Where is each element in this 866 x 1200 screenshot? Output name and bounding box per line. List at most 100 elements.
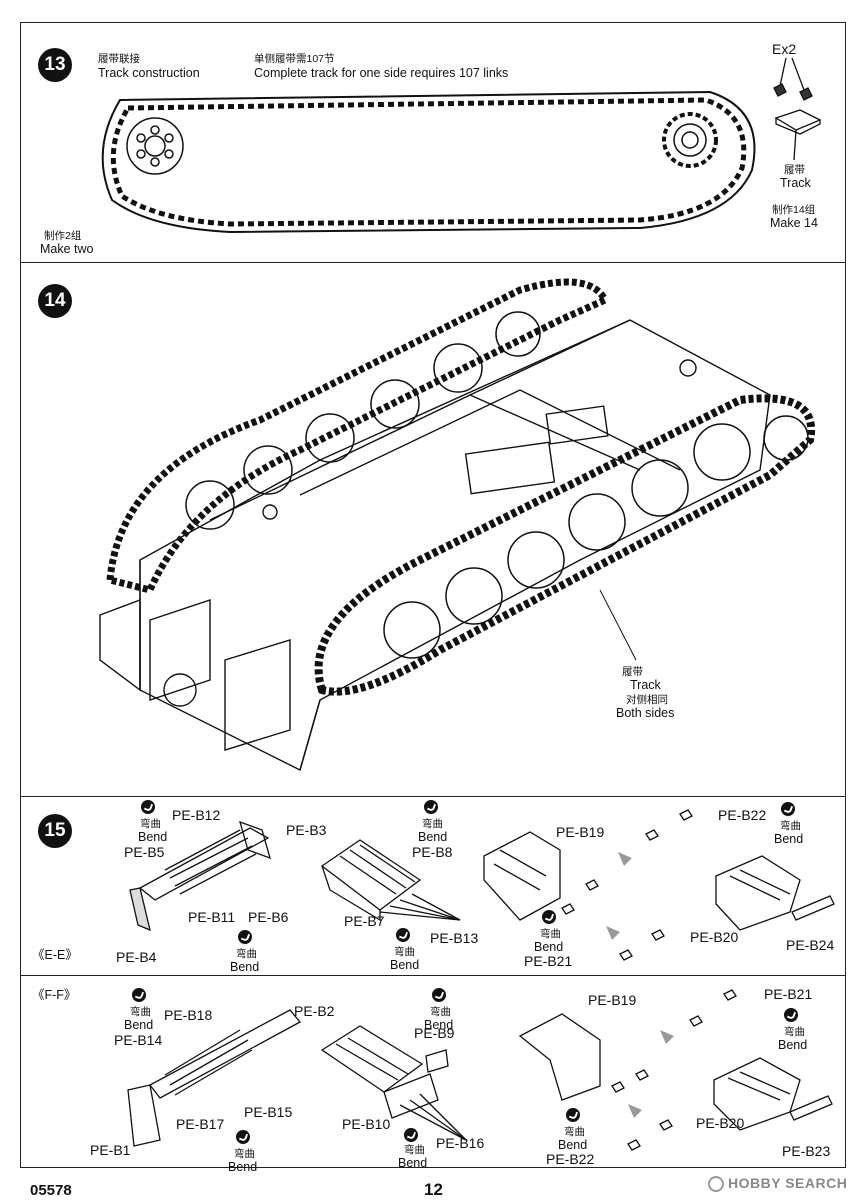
ee-fender-assembly bbox=[129, 820, 271, 932]
step-14-badge: 14 bbox=[38, 284, 72, 318]
view-ff-label: 《F-F》 bbox=[32, 988, 77, 1002]
bend-en: Bend bbox=[390, 958, 420, 972]
bend-icon bbox=[566, 1108, 580, 1122]
watermark-logo-icon bbox=[708, 1176, 724, 1193]
watermark: HOBBY SEARCH bbox=[708, 1175, 848, 1193]
part-pe-b4: PE-B4 bbox=[116, 949, 157, 965]
step-13-note-zh: 单侧履带需107节 bbox=[254, 53, 335, 65]
left-track-run bbox=[106, 278, 610, 595]
track-link-detail bbox=[773, 57, 822, 161]
bend-icon bbox=[432, 988, 446, 1002]
bend-icon bbox=[141, 800, 155, 814]
ee-grille-assembly bbox=[320, 839, 461, 922]
bend-zh: 弯曲 bbox=[430, 1006, 451, 1018]
step-14-sides-en: Both sides bbox=[616, 706, 675, 720]
part-pe-b22: PE-B22 bbox=[546, 1151, 595, 1167]
track-loop-illustration bbox=[101, 90, 756, 234]
bend-icon bbox=[781, 802, 795, 816]
step-13-note-en: Complete track for one side requires 107… bbox=[254, 66, 509, 80]
part-pe-b21: PE-B21 bbox=[764, 986, 813, 1002]
step-14-track-zh: 履带 bbox=[622, 666, 643, 678]
part-pe-b2: PE-B2 bbox=[294, 1003, 335, 1019]
bend-zh: 弯曲 bbox=[780, 820, 801, 832]
track-leader-line bbox=[599, 589, 637, 661]
assembly-arrows bbox=[606, 852, 674, 1118]
step-13-make14-zh: 制作14组 bbox=[772, 204, 816, 216]
page-frame bbox=[20, 22, 846, 1168]
bend-icon bbox=[238, 930, 252, 944]
bend-zh: 弯曲 bbox=[236, 948, 257, 960]
step-13-badge: 13 bbox=[38, 48, 72, 82]
bend-icon bbox=[542, 910, 556, 924]
bend-zh: 弯曲 bbox=[540, 928, 561, 940]
part-pe-b5: PE-B5 bbox=[124, 844, 165, 860]
bend-en: Bend bbox=[124, 1018, 154, 1032]
bend-zh: 弯曲 bbox=[784, 1026, 805, 1038]
ee-exhaust-assembly bbox=[483, 809, 835, 961]
part-pe-b15: PE-B15 bbox=[244, 1104, 293, 1120]
bend-icon bbox=[784, 1008, 798, 1022]
part-pe-b22: PE-B22 bbox=[718, 807, 767, 823]
part-pe-b9: PE-B9 bbox=[414, 1025, 455, 1041]
part-pe-b10: PE-B10 bbox=[342, 1116, 391, 1132]
ff-grille-assembly bbox=[320, 1025, 467, 1141]
bend-icon bbox=[396, 928, 410, 942]
bend-en: Bend bbox=[558, 1138, 588, 1152]
bend-en: Bend bbox=[424, 1018, 454, 1032]
bend-zh: 弯曲 bbox=[422, 818, 443, 830]
bend-en: Bend bbox=[778, 1038, 808, 1052]
bend-icon bbox=[424, 800, 438, 814]
step-13-track-zh: 履带 bbox=[784, 164, 805, 176]
part-pe-b11: PE-B11 bbox=[188, 909, 236, 925]
part-pe-b7: PE-B7 bbox=[344, 913, 385, 929]
part-pe-b8: PE-B8 bbox=[412, 844, 453, 860]
bend-en: Bend bbox=[534, 940, 564, 954]
part-pe-b16: PE-B16 bbox=[436, 1135, 485, 1151]
part-pe-b20: PE-B20 bbox=[696, 1115, 745, 1131]
step-13-make14-en: Make 14 bbox=[770, 216, 818, 230]
bend-zh: 弯曲 bbox=[564, 1126, 585, 1138]
bend-en: Bend bbox=[774, 832, 804, 846]
step-14-sides-zh: 对侧相同 bbox=[626, 694, 668, 706]
bend-icon bbox=[236, 1130, 250, 1144]
page-number: 12 bbox=[424, 1180, 443, 1199]
step-13-title-zh: 履带联接 bbox=[98, 53, 140, 65]
part-pe-b18: PE-B18 bbox=[164, 1007, 213, 1023]
bend-zh: 弯曲 bbox=[234, 1148, 255, 1160]
watermark-text: HOBBY SEARCH bbox=[728, 1175, 848, 1191]
divider-ee-ff bbox=[20, 975, 846, 976]
bend-zh: 弯曲 bbox=[130, 1006, 151, 1018]
step-15-badge: 15 bbox=[38, 814, 72, 848]
bend-zh: 弯曲 bbox=[404, 1144, 425, 1156]
part-pe-b1: PE-B1 bbox=[90, 1142, 131, 1158]
step-13-make-zh: 制作2组 bbox=[44, 230, 82, 242]
step-13-ex2: Ex2 bbox=[772, 41, 797, 57]
bend-zh: 弯曲 bbox=[140, 818, 161, 830]
ff-exhaust-assembly bbox=[518, 989, 833, 1151]
divider-13-14 bbox=[20, 262, 846, 263]
part-pe-b21: PE-B21 bbox=[524, 953, 573, 969]
part-pe-b20: PE-B20 bbox=[690, 929, 739, 945]
bend-icon bbox=[404, 1128, 418, 1142]
step-14-track-en: Track bbox=[630, 678, 661, 692]
step-13-title-en: Track construction bbox=[98, 66, 200, 80]
part-pe-b14: PE-B14 bbox=[114, 1032, 163, 1048]
bend-en: Bend bbox=[418, 830, 448, 844]
ff-fender-assembly bbox=[127, 1009, 302, 1147]
part-pe-b19: PE-B19 bbox=[588, 992, 637, 1008]
divider-14-15 bbox=[20, 796, 846, 797]
bend-zh: 弯曲 bbox=[394, 946, 415, 958]
part-pe-b23: PE-B23 bbox=[782, 1143, 831, 1159]
part-pe-b6: PE-B6 bbox=[248, 909, 289, 925]
hull-illustration bbox=[99, 319, 771, 772]
bend-en: Bend bbox=[230, 960, 260, 974]
step-13-track-en: Track bbox=[780, 176, 811, 190]
part-pe-b13: PE-B13 bbox=[430, 930, 479, 946]
part-pe-b17: PE-B17 bbox=[176, 1116, 225, 1132]
product-code: 05578 bbox=[30, 1182, 72, 1199]
bend-en: Bend bbox=[398, 1156, 428, 1170]
bend-en: Bend bbox=[228, 1160, 258, 1174]
part-pe-b24: PE-B24 bbox=[786, 937, 835, 953]
part-pe-b19: PE-B19 bbox=[556, 824, 605, 840]
